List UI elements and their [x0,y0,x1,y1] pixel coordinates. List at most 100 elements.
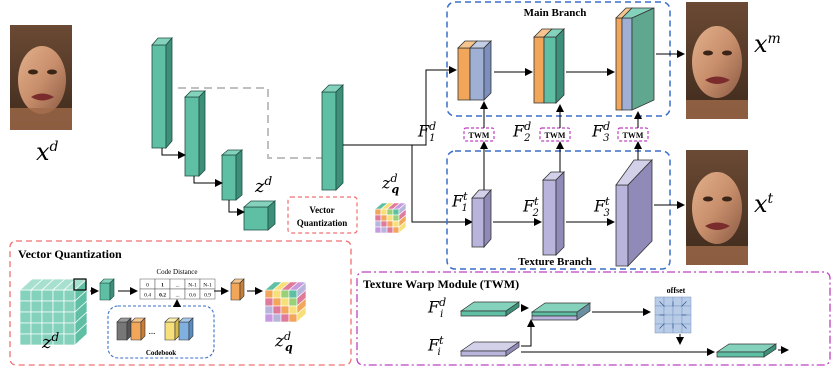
vector-quantization-box [287,196,358,234]
label-f1-d: Fd1 [418,120,437,144]
distance-value: 0.2 [159,293,166,299]
zq-cell [288,297,298,307]
offset-label: offset [667,286,686,295]
zq-cell [272,289,282,299]
zq-cube [374,202,407,234]
zq-cell [272,313,282,323]
distance-value: 0.4 [144,293,151,299]
zd-cell [52,289,65,302]
vector-quantization-label-2: Quantization [297,218,348,228]
zd-cell [52,300,65,313]
twm-connectors: TWM TWM TWM [463,101,649,190]
main-branch-title: Main Branch [524,7,587,19]
twm-feature-t [459,341,521,357]
input-face-image [10,25,72,130]
codebook-entry [178,321,190,341]
code-distance-label: Code Distance [156,268,197,276]
zq-cell [386,214,394,222]
label-x-d: xd [36,138,59,166]
zd-cell [63,311,76,324]
distance-value: N-1 [203,283,212,289]
vq-slice [99,278,115,301]
label-f1-t: Ft1 [452,190,468,214]
offset-cell [663,314,674,325]
zq-cell [280,305,290,315]
zd-cell [30,289,43,302]
distance-value: ... [175,283,180,289]
zq-cell [374,226,382,234]
offset-cell [663,323,674,334]
zq-cell [264,305,274,315]
zd-side-cell [74,322,88,346]
zq-cell [272,305,282,315]
zq-cell [386,208,394,216]
zd-cell [19,300,32,313]
offset-cell [654,305,665,316]
zd-cell [52,311,65,324]
zd-cell [63,322,76,335]
texture-branch-title: Texture Branch [518,256,592,268]
offset-vector [659,301,665,307]
twm-panel [356,271,831,366]
offset-cell [681,314,692,325]
twm-panel-title: Texture Warp Module (TWM) [363,277,519,291]
label-zq-top: zdq [382,172,400,196]
label-fi-d: Fdi [428,296,447,320]
zq-side-cell [296,305,307,323]
zd-cell [63,333,76,346]
zd-cell [30,300,43,313]
zd-cell [19,289,32,302]
label-f2-t: Ft2 [523,195,539,219]
label-x-t: xt [754,190,774,218]
zq-cell [392,220,400,228]
twm-feature-d [459,301,521,317]
zd-cell [63,300,76,313]
distance-value: 0.6 [189,293,196,299]
output-main-face-image [686,2,748,119]
label-fi-t: Fti [428,334,444,358]
zd-cell [41,311,54,324]
zq-cell [288,289,298,299]
label-f3-d: Fd3 [592,120,611,144]
offset-vector [681,301,687,307]
vector-quantization-label-1: Vector [309,205,334,215]
zq-cell [272,297,282,307]
zd-cell [30,311,43,324]
distance-value: 1 [161,283,164,289]
zd-cell [19,333,32,346]
zq-side-cell [398,220,407,234]
offset-vector [659,323,665,329]
twm-box-2 [539,127,571,142]
zd-cell [30,322,43,335]
zq-cell [374,214,382,222]
zq-cell [264,297,274,307]
zq-cell [380,220,388,228]
distance-value: N-1 [188,283,197,289]
label-f2-d: Fd2 [513,120,532,144]
zd-grid-cube [19,278,88,346]
encoder [151,36,322,231]
zq-cell [288,313,298,323]
offset-grid [654,296,692,334]
offset-cell [681,305,692,316]
vq-panel [9,240,352,366]
zq-cell [386,226,394,234]
zd-cell [41,289,54,302]
zd-cell [19,322,32,335]
label-z-d: zd [255,174,273,197]
offset-cell [672,296,683,307]
vq-panel-title: Vector Quantization [18,247,122,261]
codebook-entries: ... [116,317,194,341]
twm-label-1: TWM [469,131,490,140]
zq-cell [280,297,290,307]
zq-cell [374,220,382,228]
zd-selected-vector [73,278,87,291]
zq-panel-cube [264,281,307,323]
texture-branch-box [446,150,671,270]
zq-cell [386,220,394,228]
codebook-ellipsis: ... [149,326,156,336]
codebook-entry-side [188,317,194,341]
twm-label-2: TWM [545,131,566,140]
offset-cell [672,314,683,325]
